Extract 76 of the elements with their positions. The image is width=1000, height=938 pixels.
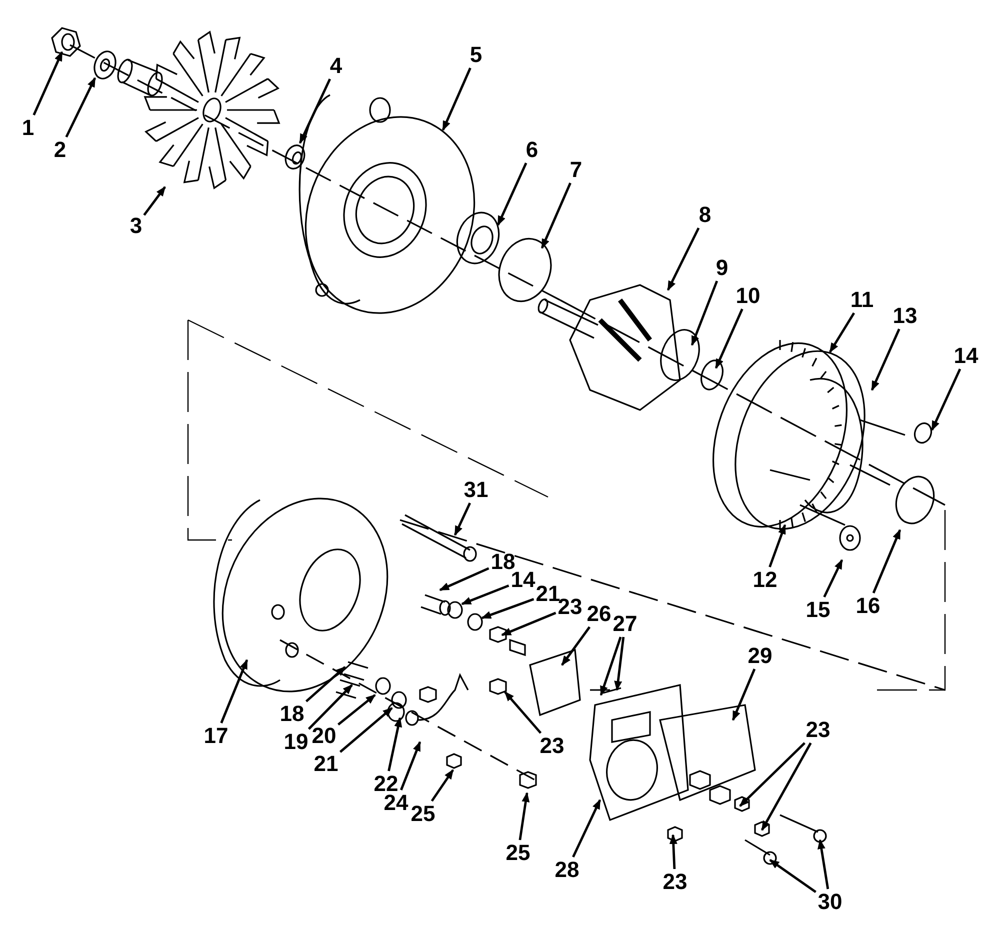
leader-arrow	[666, 227, 700, 291]
callout-number: 26	[586, 603, 612, 625]
callout-number: 1	[22, 117, 34, 139]
leader-arrow	[600, 636, 622, 696]
callout-number: 30	[818, 891, 842, 913]
callout-number: 10	[736, 285, 760, 307]
leader-arrow	[461, 584, 510, 606]
callout-number: 20	[312, 725, 336, 747]
leader-arrow	[690, 280, 718, 346]
callout-number: 7	[570, 159, 582, 181]
callout-number: 27	[612, 613, 638, 635]
leader-arrow	[337, 694, 376, 726]
callout-number: 13	[892, 305, 918, 327]
leader-arrow	[870, 328, 900, 391]
leader-arrow	[481, 598, 534, 620]
callout-number: 2	[54, 139, 66, 161]
callout-number: 23	[806, 719, 830, 741]
callout-number: 14	[954, 345, 978, 367]
leader-arrow	[823, 559, 844, 598]
callout-number: 31	[464, 479, 488, 501]
callout-number: 22	[374, 773, 398, 795]
leader-arrow	[308, 684, 353, 730]
callout-number: 11	[850, 289, 874, 311]
callout-number: 21	[314, 753, 338, 775]
callout-number: 17	[204, 725, 228, 747]
leader-arrow	[143, 186, 166, 216]
leader-arrow	[305, 666, 346, 702]
callout-number: 4	[330, 55, 342, 77]
leader-arrow	[439, 567, 490, 592]
leader-arrow	[496, 162, 528, 226]
leader-arrow	[504, 691, 542, 734]
leader-arrow	[540, 182, 572, 249]
callout-number: 9	[716, 257, 728, 279]
leader-arrow	[65, 77, 96, 138]
leader-arrow	[732, 668, 756, 721]
leader-arrow	[220, 659, 248, 724]
callout-number: 16	[856, 595, 880, 617]
leader-arrow	[930, 368, 962, 431]
callout-number: 28	[554, 859, 580, 881]
callout-number: 6	[526, 139, 538, 161]
leader-arrow	[760, 742, 812, 831]
leader-arrow	[572, 799, 602, 858]
leader-arrow	[561, 626, 591, 666]
leader-arrow	[454, 502, 472, 536]
leader-arrow	[442, 68, 472, 131]
leader-arrow	[430, 769, 454, 802]
callout-number: 29	[748, 645, 772, 667]
leader-arrow	[32, 51, 64, 116]
callout-number: 23	[662, 871, 688, 893]
callout-number: 8	[698, 204, 712, 226]
leader-arrow	[768, 524, 786, 568]
leader-arrow	[298, 78, 331, 144]
callout-number: 15	[806, 599, 830, 621]
leader-arrow	[339, 707, 393, 753]
leader-arrow	[817, 839, 830, 890]
callout-number: 25	[410, 803, 436, 825]
callout-number: 3	[130, 215, 142, 237]
leader-arrow	[769, 859, 816, 894]
leader-arrow	[518, 792, 530, 840]
leader-arrow	[614, 636, 625, 691]
leader-arrow	[872, 529, 902, 594]
leader-arrow	[714, 308, 744, 369]
leader-arrow	[739, 742, 806, 807]
callout-number: 5	[470, 44, 482, 66]
leader-arrow	[669, 834, 678, 870]
leader-arrow	[388, 717, 402, 772]
callout-number: 19	[284, 731, 308, 753]
callout-number: 23	[558, 596, 582, 618]
leader-arrow	[501, 612, 556, 636]
leader-arrow	[400, 741, 422, 790]
callout-number: 12	[752, 569, 778, 591]
callout-number: 24	[384, 792, 408, 814]
callout-number: 18	[280, 703, 304, 725]
leader-arrow	[828, 312, 856, 353]
callout-number: 25	[506, 842, 530, 864]
callout-number: 23	[540, 735, 564, 757]
